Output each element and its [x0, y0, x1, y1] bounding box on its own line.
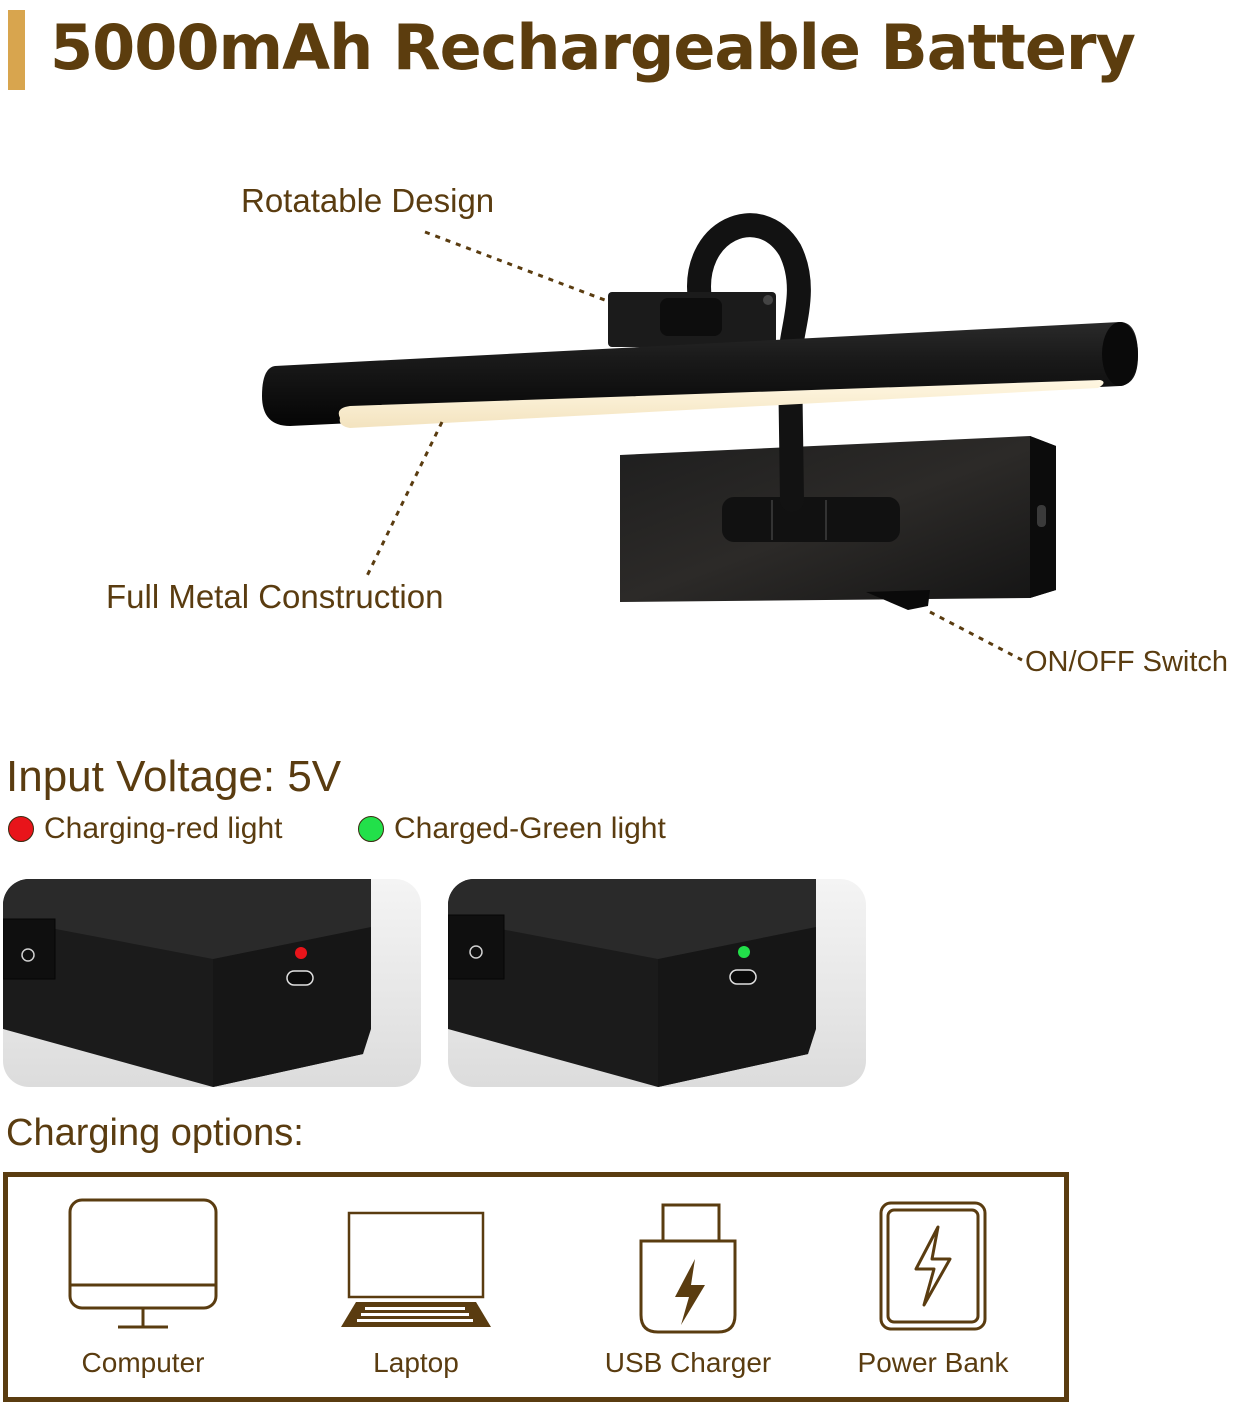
callout-full-metal: Full Metal Construction	[106, 578, 444, 615]
option-computer: Computer	[48, 1177, 238, 1397]
picture-lamp-illustration	[262, 213, 1138, 662]
option-label: USB Charger	[604, 1347, 772, 1378]
red-dot-icon	[8, 816, 34, 842]
upper-hinge	[608, 292, 776, 347]
input-voltage-heading: Input Voltage: 5V	[6, 752, 342, 801]
green-dot-icon	[358, 816, 384, 842]
usb-c-port-icon	[729, 969, 757, 985]
red-led-icon	[295, 947, 307, 959]
charging-options-title: Charging options:	[6, 1112, 304, 1154]
option-laptop: Laptop	[326, 1177, 506, 1397]
green-led-icon	[738, 946, 750, 958]
page-title: 5000mAh Rechargeable Battery	[50, 11, 1136, 84]
photo-charged-green	[448, 879, 866, 1087]
option-power-bank: Power Bank	[838, 1177, 1028, 1397]
power-bank-icon	[879, 1201, 987, 1331]
option-label: Laptop	[373, 1347, 459, 1378]
callout-rotatable-design: Rotatable Design	[241, 182, 495, 219]
legend-charging: Charging-red light	[8, 812, 282, 846]
option-label: Computer	[81, 1347, 205, 1378]
usb-c-port-icon	[286, 970, 314, 986]
legend-charging-label: Charging-red light	[44, 812, 283, 845]
photo-charging-red	[3, 879, 421, 1087]
charging-options-box: Computer Laptop USB Charger Power Bank	[3, 1172, 1069, 1402]
wall-plate	[620, 436, 1056, 610]
callout-on-off-switch: ON/OFF Switch	[1025, 646, 1229, 678]
option-usb-charger: USB Charger	[593, 1177, 783, 1397]
legend-charged: Charged-Green light	[358, 812, 666, 846]
title-accent-bar	[8, 10, 25, 90]
legend-charged-label: Charged-Green light	[394, 812, 666, 845]
laptop-icon	[341, 1211, 491, 1327]
usb-charger-icon	[639, 1203, 737, 1334]
computer-icon	[68, 1198, 218, 1329]
option-label: Power Bank	[857, 1347, 1009, 1378]
